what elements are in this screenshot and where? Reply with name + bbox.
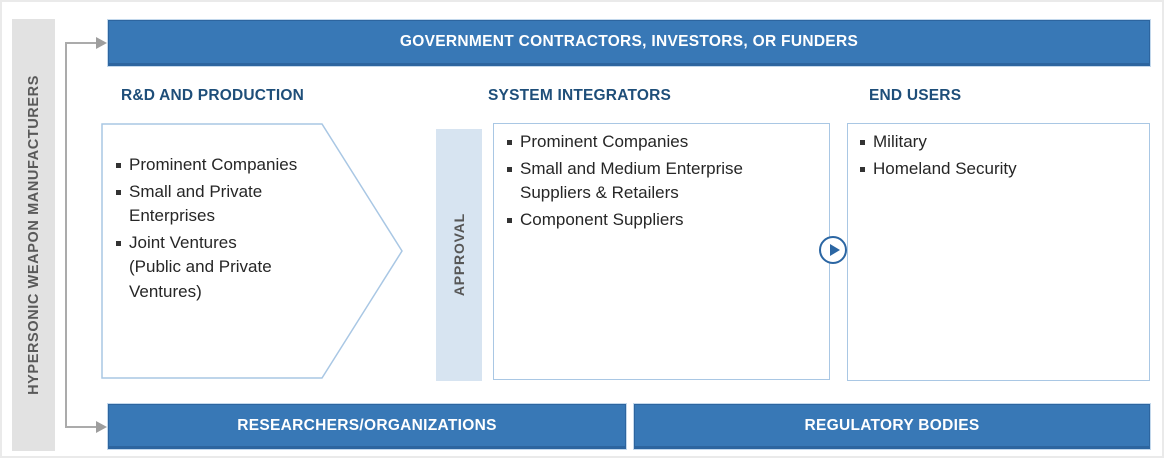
arrow-right-icon <box>96 421 107 433</box>
connector-top-line <box>65 42 97 44</box>
connector-bottom-line <box>65 426 97 428</box>
government-contractors-banner: GOVERNMENT CONTRACTORS, INVESTORS, OR FU… <box>107 19 1151 67</box>
end-users-list: Military Homeland Security <box>860 130 1140 183</box>
list-item-text: Prominent Companies <box>520 132 689 151</box>
list-item-text: Homeland Security <box>873 158 1017 178</box>
arrow-right-icon <box>96 37 107 49</box>
list-item-text: Joint Ventures (Public and Private Ventu… <box>129 232 272 301</box>
list-item: Military <box>860 130 1140 155</box>
list-item-text: Small and Private Enterprises <box>129 181 263 226</box>
list-item: Component Suppliers <box>507 208 819 233</box>
list-item: Homeland Security <box>860 157 1140 182</box>
list-item-text: Military <box>873 132 927 151</box>
system-integrators-list: Prominent Companies Small and Medium Ent… <box>507 130 819 234</box>
system-integrators-heading: SYSTEM INTEGRATORS <box>488 87 672 104</box>
play-button[interactable] <box>819 236 847 264</box>
list-item: Small and Private Enterprises <box>116 180 331 229</box>
regulatory-bodies-banner: REGULATORY BODIES <box>633 403 1151 450</box>
system-integrators-box <box>493 123 830 380</box>
list-item-text: Prominent Companies <box>129 155 298 174</box>
list-item: Small and Medium Enterprise Suppliers & … <box>507 157 819 206</box>
researchers-organizations-label: RESEARCHERS/ORGANIZATIONS <box>237 416 497 434</box>
connector-vertical-line <box>65 42 67 428</box>
play-icon <box>829 244 840 256</box>
rd-production-list: Prominent Companies Small and Private En… <box>116 153 331 306</box>
government-contractors-label: GOVERNMENT CONTRACTORS, INVESTORS, OR FU… <box>399 33 859 50</box>
list-item-text: Small and Medium Enterprise Suppliers & … <box>520 158 743 203</box>
approval-label: APPROVAL <box>451 213 467 297</box>
approval-bar: APPROVAL <box>436 129 482 381</box>
rd-production-heading: R&D AND PRODUCTION <box>121 87 304 104</box>
end-users-box <box>847 123 1150 381</box>
end-users-heading: END USERS <box>869 87 962 104</box>
hypersonic-weapon-manufacturers-label: HYPERSONIC WEAPON MANUFACTURERS <box>25 75 42 395</box>
researchers-organizations-banner: RESEARCHERS/ORGANIZATIONS <box>107 403 627 450</box>
regulatory-bodies-label: REGULATORY BODIES <box>804 416 980 434</box>
list-item: Joint Ventures (Public and Private Ventu… <box>116 231 331 305</box>
list-item-text: Component Suppliers <box>520 209 684 229</box>
hypersonic-weapon-manufacturers-bar: HYPERSONIC WEAPON MANUFACTURERS <box>12 19 55 451</box>
list-item: Prominent Companies <box>507 130 819 155</box>
rd-production-arrow-shape <box>101 123 403 379</box>
list-item: Prominent Companies <box>116 153 331 178</box>
